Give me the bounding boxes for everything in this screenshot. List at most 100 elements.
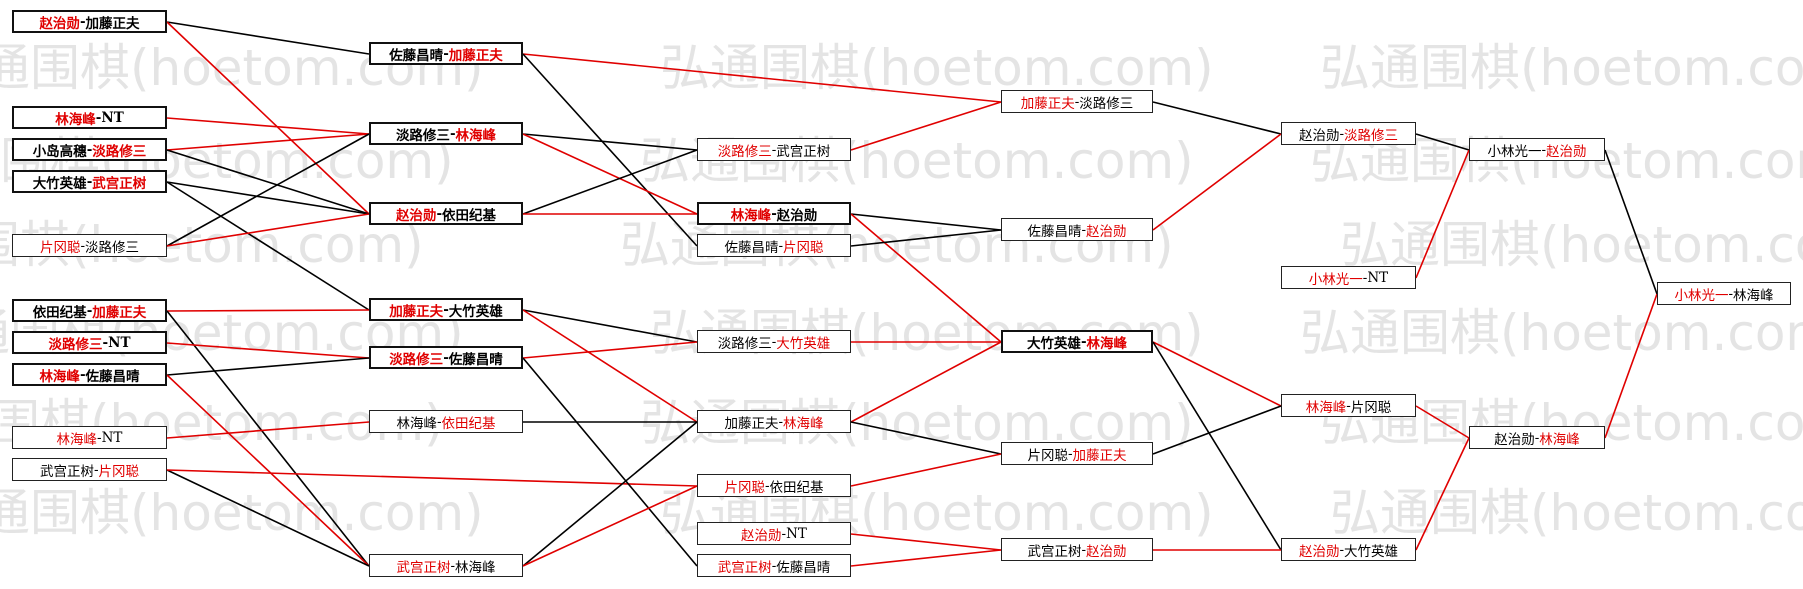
match-box[interactable]: 赵治勋-淡路修三 [1281, 122, 1416, 145]
match-box[interactable]: 赵治勋-林海峰 [1469, 426, 1605, 449]
bracket-link [166, 149, 370, 215]
player-name: 淡路修三 [1079, 95, 1134, 112]
player-name: 赵治勋 [1494, 431, 1535, 448]
bracket-link [1152, 341, 1282, 407]
match-box[interactable]: 依田纪基-加藤正夫 [12, 299, 167, 322]
match-separator: - [86, 302, 93, 319]
player-name: 赵治勋 [1086, 223, 1127, 240]
player-name: 片冈聪 [783, 239, 824, 256]
bracket-link [850, 453, 1002, 487]
match-separator: - [778, 237, 784, 254]
bracket-link [1415, 149, 1470, 279]
match-box[interactable]: 林海峰-依田纪基 [369, 410, 523, 433]
match-box[interactable]: 加藤正夫-林海峰 [697, 410, 851, 433]
match-separator: - [1534, 429, 1540, 446]
match-box[interactable]: 佐藤昌晴-片冈聪 [697, 234, 851, 257]
match-box[interactable]: 加藤正夫-大竹英雄 [369, 298, 523, 321]
bracket-link [166, 421, 370, 439]
bracket-link [522, 149, 698, 215]
bracket-link [1604, 293, 1658, 439]
match-separator: - [449, 125, 456, 142]
player-name: 大竹英雄 [32, 175, 87, 192]
match-box[interactable]: 片冈聪-依田纪基 [697, 474, 851, 497]
player-name: 佐藤昌晴 [1027, 223, 1082, 240]
match-box[interactable]: 林海峰-佐藤昌晴 [12, 363, 167, 386]
player-name: 赵治勋 [1298, 543, 1340, 560]
match-box[interactable]: 林海峰-赵治勋 [697, 202, 851, 225]
bracket-link [1604, 149, 1658, 295]
player-name: 小林光一 [1487, 143, 1542, 160]
match-box[interactable]: 淡路修三-佐藤昌晴 [369, 346, 523, 369]
player-name: 片冈聪 [1027, 447, 1068, 464]
match-box[interactable]: 片冈聪-淡路修三 [12, 234, 167, 257]
player-name: 林海峰 [783, 415, 824, 432]
bracket-link [522, 133, 698, 151]
bracket-link [850, 101, 1002, 151]
match-box[interactable]: 小林光一-NT [1281, 266, 1416, 289]
match-box[interactable]: 大竹英雄-林海峰 [1001, 330, 1153, 353]
player-name: 加藤正夫 [389, 303, 444, 320]
match-box[interactable]: 武宫正树-林海峰 [369, 554, 523, 577]
bracket-link [850, 213, 1002, 231]
player-name: 片冈聪 [724, 479, 765, 496]
player-name: 赵治勋 [1546, 143, 1587, 160]
bracket-link [166, 133, 370, 151]
match-box[interactable]: 赵治勋-NT [697, 522, 851, 545]
match-box[interactable]: 小岛高穗-淡路修三 [12, 138, 167, 161]
player-name: 淡路修三 [717, 143, 772, 160]
player-name: 佐藤昌晴 [776, 559, 831, 576]
player-name: 林海峰 [56, 431, 98, 448]
player-name: 淡路修三 [85, 239, 140, 256]
match-box[interactable]: 淡路修三-林海峰 [369, 122, 523, 145]
player-name: 武宫正树 [92, 175, 147, 192]
match-separator: - [771, 333, 777, 350]
match-separator: - [771, 141, 777, 158]
bracket-link [166, 133, 370, 247]
player-name: 赵治勋 [39, 15, 80, 32]
match-separator: - [86, 141, 93, 158]
bracket-link [1415, 133, 1470, 151]
player-name: 淡路修三 [389, 351, 444, 368]
bracket-link [522, 357, 698, 567]
bracket-link [166, 309, 370, 312]
match-box[interactable]: 武宫正树-佐藤昌晴 [697, 554, 851, 577]
match-box[interactable]: 武宫正树-赵治勋 [1001, 538, 1153, 561]
player-name: 佐藤昌晴 [389, 47, 444, 64]
player-name: 加藤正夫 [85, 15, 140, 32]
match-box[interactable]: 小林光一-赵治勋 [1469, 138, 1605, 161]
player-name: 大竹英雄 [776, 335, 831, 352]
match-box[interactable]: 大竹英雄-武宫正树 [12, 170, 167, 193]
match-separator: - [450, 557, 456, 574]
player-name: 小林光一 [1308, 271, 1363, 288]
match-box[interactable]: 淡路修三-NT [12, 331, 167, 354]
bracket-link [850, 229, 1002, 247]
bracket-link [522, 485, 698, 567]
match-box[interactable]: 佐藤昌晴-赵治勋 [1001, 218, 1153, 241]
match-box[interactable]: 加藤正夫-淡路修三 [1001, 90, 1153, 113]
match-box[interactable]: 林海峰-NT [12, 426, 167, 449]
player-name: 赵治勋 [776, 207, 818, 224]
match-separator: - [443, 349, 449, 366]
match-separator: - [1541, 141, 1547, 158]
match-separator: - [771, 557, 777, 574]
player-name: 林海峰 [455, 127, 497, 144]
bracket-link [1152, 405, 1282, 455]
match-box[interactable]: 淡路修三-武宫正树 [697, 138, 851, 161]
match-box[interactable]: 武宫正树-片冈聪 [12, 458, 167, 481]
bracket-link [850, 533, 1002, 551]
match-separator: - [436, 205, 443, 222]
match-box[interactable]: 淡路修三-大竹英雄 [697, 330, 851, 353]
match-box[interactable]: 佐藤昌晴-加藤正夫 [369, 42, 523, 65]
match-box[interactable]: 赵治勋-大竹英雄 [1281, 538, 1416, 561]
bracket-link [1152, 341, 1282, 551]
match-box[interactable]: 小林光一-林海峰 [1657, 282, 1791, 305]
match-box[interactable]: 林海峰-片冈聪 [1281, 394, 1416, 417]
match-box[interactable]: 赵治勋-加藤正夫 [12, 10, 167, 33]
player-name: 片冈聪 [98, 463, 140, 480]
match-separator: - [443, 301, 449, 318]
match-box[interactable]: 片冈聪-加藤正夫 [1001, 442, 1153, 465]
match-box[interactable]: 赵治勋-依田纪基 [369, 202, 523, 225]
match-box[interactable]: 林海峰-NT [12, 106, 167, 129]
bracket-link [850, 549, 1002, 567]
player-name: 武宫正树 [396, 559, 451, 576]
